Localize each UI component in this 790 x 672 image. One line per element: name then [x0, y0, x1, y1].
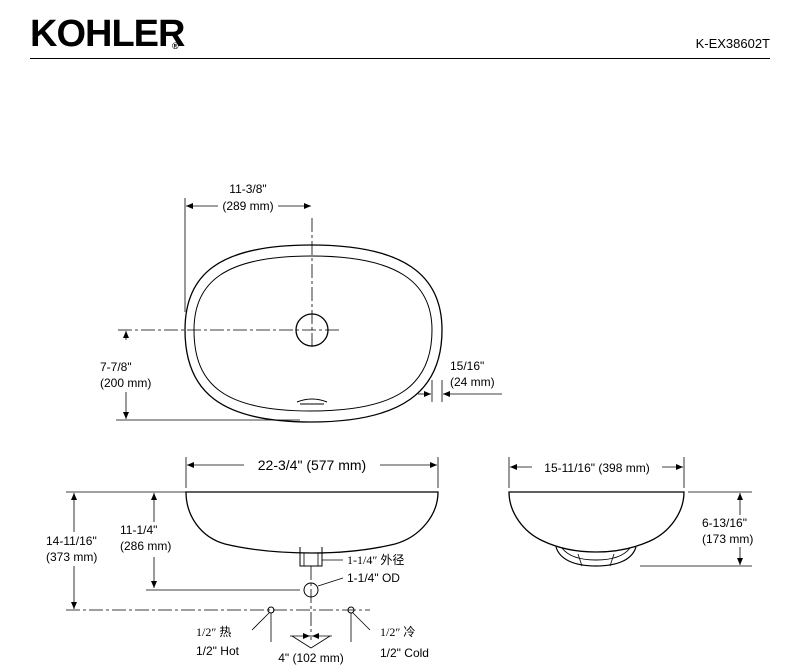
- rim-mm-label: (24 mm): [450, 375, 495, 389]
- drain-height-mm-label: (286 mm): [120, 539, 171, 553]
- model-number: K-EX38602T: [695, 36, 770, 51]
- front-width-label: 22-3/4" (577 mm): [258, 457, 366, 473]
- overflow-slot: [296, 398, 328, 403]
- basin-outer-outline: [184, 244, 443, 423]
- top-depth-label: 7-7/8": [100, 360, 132, 374]
- overall-height-label: 14-11/16": [46, 534, 97, 548]
- hot-label: 1/2" Hot: [196, 644, 240, 658]
- side-depth-label: 15-11/16" (398 mm): [544, 461, 649, 475]
- side-view: [508, 457, 752, 567]
- cold-cn-label: 1/2″ 冷: [380, 625, 415, 639]
- front-drain-pipe: [299, 547, 323, 567]
- top-depth-mm-label: (200 mm): [100, 376, 151, 390]
- header-divider: [30, 58, 770, 59]
- brand-logo: KOHLER: [30, 13, 185, 55]
- basin-inner-outline: [193, 255, 433, 412]
- top-width-mm-label: (289 mm): [222, 199, 273, 213]
- overall-height-mm-label: (373 mm): [46, 550, 97, 564]
- hot-cn-label: 1/2″ 热: [196, 625, 231, 639]
- front-view: [66, 457, 439, 649]
- supply-spacing-label: 4" (102 mm): [278, 651, 344, 665]
- registered-mark: ®: [172, 41, 179, 51]
- side-drain-body: [555, 546, 637, 567]
- drain-od-label: 1-1/4" OD: [347, 571, 400, 585]
- side-height-label: 6-13/16": [702, 516, 747, 530]
- cold-label: 1/2" Cold: [380, 646, 429, 660]
- front-basin-outline: [185, 491, 439, 554]
- side-height-mm-label: (173 mm): [702, 532, 753, 546]
- top-view: [116, 198, 502, 423]
- rim-label: 15/16": [450, 359, 484, 373]
- drain-height-label: 11-1/4": [120, 523, 157, 537]
- drain-od-cn-label: 1-1/4″ 外径: [347, 553, 404, 567]
- side-basin-outline: [508, 491, 685, 553]
- top-width-label: 11-3/8": [229, 182, 266, 196]
